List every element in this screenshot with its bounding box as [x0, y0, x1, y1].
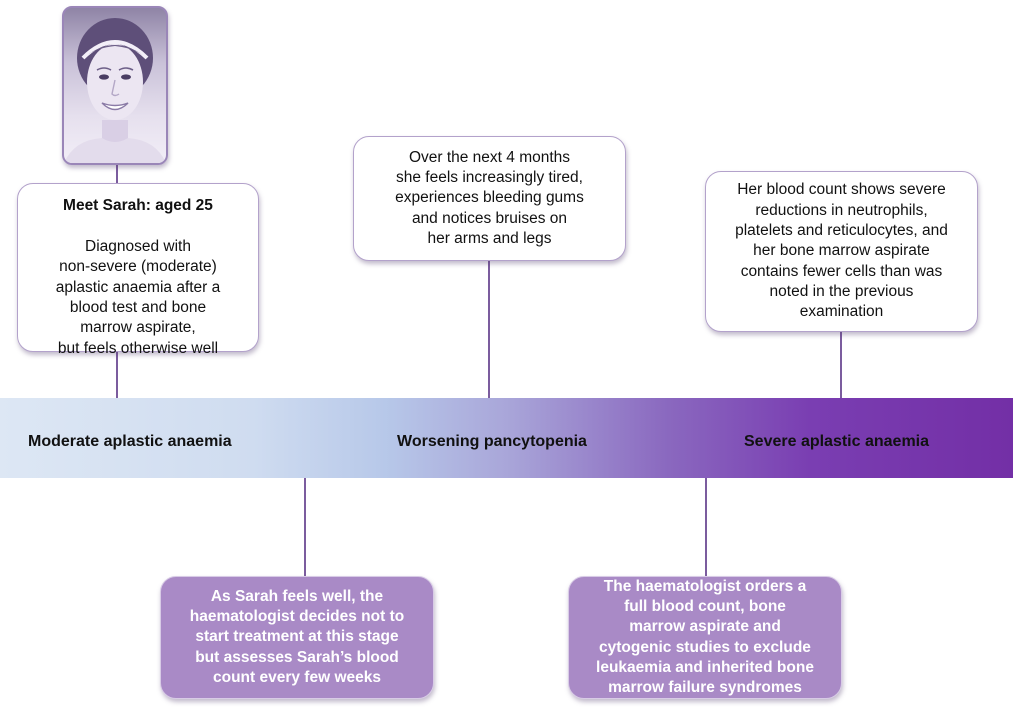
stage-severe-label: Severe aplastic anaemia	[744, 433, 930, 450]
months-text: Over the next 4 months she feels increas…	[395, 148, 584, 247]
timeline-band	[0, 398, 1013, 478]
stage-worsening-label: Worsening pancytopenia	[397, 433, 587, 450]
blood-count-text: Her blood count shows severe reductions …	[735, 181, 948, 321]
intro-text: Diagnosed with non-severe (moderate) apl…	[55, 238, 221, 357]
connector-band-to-treatment	[304, 478, 306, 576]
connector-months-to-band	[488, 261, 490, 398]
stage-moderate-label: Moderate aplastic anaemia	[28, 433, 232, 450]
treatment-text: As Sarah feels well, the haematologist d…	[189, 587, 405, 686]
intro-title: Meet Sarah: aged 25	[63, 197, 213, 215]
blood-count-box: Her blood count shows severe reductions …	[705, 171, 978, 332]
orders-text: The haematologist orders a full blood co…	[596, 577, 814, 697]
months-box: Over the next 4 months she feels increas…	[353, 136, 626, 261]
portrait-image	[64, 18, 166, 163]
connector-intro-to-band	[116, 352, 118, 398]
treatment-decision-box: As Sarah feels well, the haematologist d…	[160, 576, 434, 699]
connector-photo-to-intro	[116, 165, 118, 183]
intro-box: Meet Sarah: aged 25 Diagnosed with non-s…	[17, 183, 259, 357]
connector-bloodcount-to-band	[840, 332, 842, 398]
connector-band-to-orders	[705, 478, 707, 576]
orders-box: The haematologist orders a full blood co…	[568, 576, 842, 699]
sarah-photo	[62, 6, 168, 165]
